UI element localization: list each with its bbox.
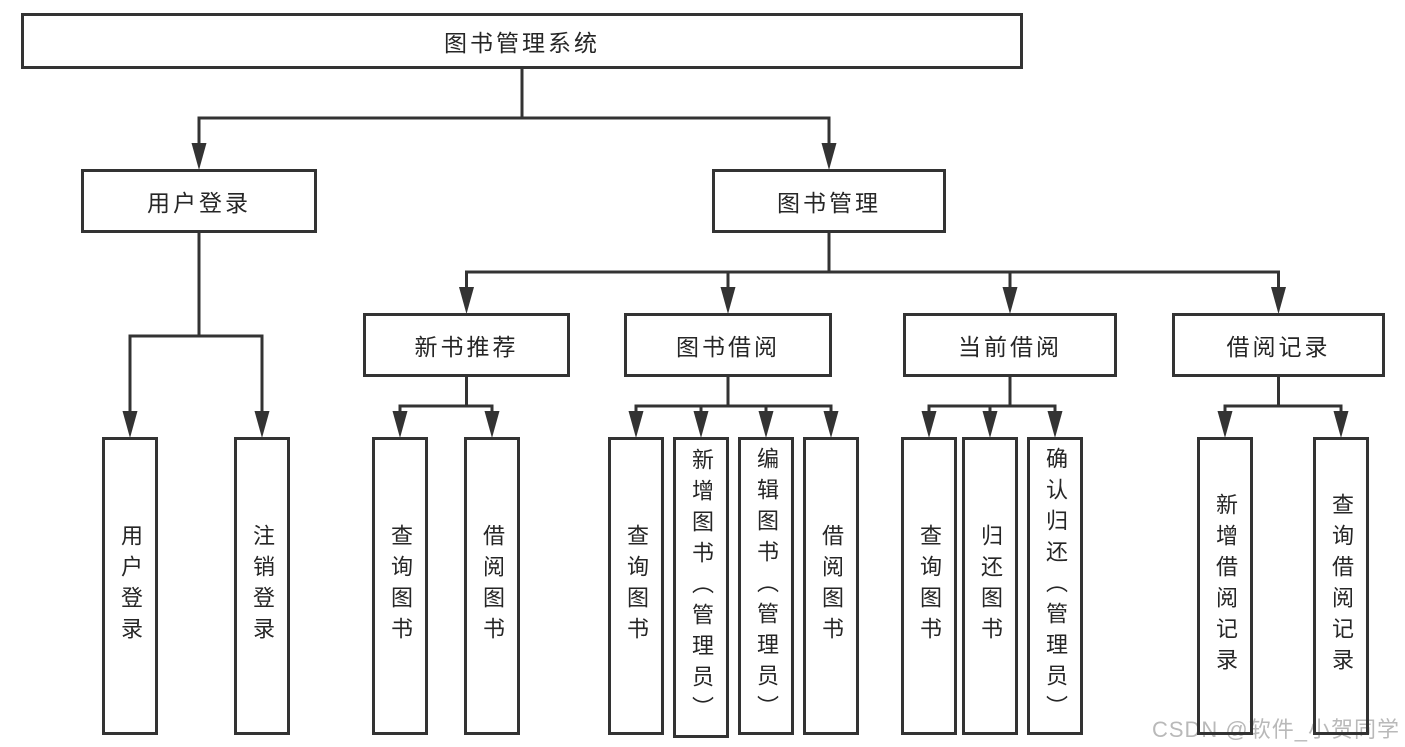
- arrowhead-login-user: [122, 411, 138, 438]
- node-label: 新增图书（管理员）: [689, 448, 714, 727]
- node-recommend-borrow-books: 借阅图书: [464, 437, 520, 735]
- node-records-add-record: 新增借阅记录: [1197, 437, 1253, 735]
- arrowhead-recommend-query-books: [392, 411, 408, 438]
- arrowhead-records-add-record: [1217, 411, 1233, 438]
- arrowhead-book-borrow: [720, 287, 736, 314]
- arrowhead-borrow-edit-books: [758, 411, 774, 438]
- arrowhead-new-book-recommend: [459, 287, 474, 314]
- node-label: 编辑图书（管理员）: [754, 446, 779, 726]
- node-user-login: 用户登录: [81, 169, 317, 233]
- node-label: 当前借阅: [958, 334, 1062, 360]
- node-borrow-query-books: 查询图书: [608, 437, 664, 735]
- node-borrow-records: 借阅记录: [1172, 313, 1385, 377]
- csdn-watermark: CSDN @软件_小贺同学: [1151, 717, 1400, 742]
- arrowhead-current-query-books: [921, 411, 937, 438]
- node-label: 图书管理: [777, 190, 881, 216]
- node-book-borrow: 图书借阅: [624, 313, 832, 377]
- arrowhead-logout: [254, 411, 270, 438]
- arrowhead-current-confirm-return: [1047, 411, 1063, 438]
- node-label: 新书推荐: [414, 334, 519, 360]
- node-logout: 注销登录: [234, 437, 290, 735]
- node-label: 借阅记录: [1226, 334, 1331, 360]
- node-current-return-books: 归还图书: [962, 437, 1018, 735]
- node-label: 注销登录: [250, 524, 275, 648]
- node-login-user: 用户登录: [102, 437, 158, 735]
- node-borrow-add-books: 新增图书（管理员）: [673, 437, 729, 738]
- node-label: 查询图书: [624, 524, 649, 648]
- arrowhead-borrow-query-books: [628, 411, 644, 438]
- arrowhead-records-query-record: [1333, 411, 1349, 438]
- arrowhead-current-return-books: [982, 411, 998, 438]
- node-label: 查询图书: [388, 524, 413, 648]
- node-borrow-borrow-books: 借阅图书: [803, 437, 859, 735]
- arrowhead-user-login: [191, 143, 207, 170]
- node-label: 用户登录: [118, 524, 143, 648]
- arrowhead-current-borrow: [1002, 287, 1018, 314]
- node-label: 确认归还（管理员）: [1043, 446, 1068, 726]
- node-label: 用户登录: [147, 190, 251, 216]
- node-borrow-edit-books: 编辑图书（管理员）: [738, 437, 794, 735]
- node-label: 借阅图书: [480, 524, 505, 648]
- node-label: 查询图书: [917, 524, 942, 648]
- node-records-query-record: 查询借阅记录: [1313, 437, 1369, 735]
- arrowhead-book-management: [821, 143, 837, 170]
- node-current-borrow: 当前借阅: [903, 313, 1117, 377]
- node-system: 图书管理系统: [21, 13, 1023, 69]
- node-book-management: 图书管理: [712, 169, 946, 233]
- arrowhead-recommend-borrow-books: [484, 411, 500, 438]
- node-label: 新增借阅记录: [1213, 493, 1238, 679]
- node-label: 借阅图书: [819, 524, 844, 648]
- node-recommend-query-books: 查询图书: [372, 437, 428, 735]
- node-label: 查询借阅记录: [1329, 493, 1354, 679]
- node-label: 图书借阅: [676, 334, 780, 360]
- node-label: 图书管理系统: [444, 30, 600, 56]
- arrowhead-borrow-add-books: [693, 411, 709, 438]
- arrowhead-borrow-borrow-books: [823, 411, 839, 438]
- node-current-confirm-return: 确认归还（管理员）: [1027, 437, 1083, 735]
- node-current-query-books: 查询图书: [901, 437, 957, 735]
- arrowhead-borrow-records: [1271, 287, 1286, 314]
- node-new-book-recommend: 新书推荐: [363, 313, 570, 377]
- node-label: 归还图书: [978, 524, 1003, 648]
